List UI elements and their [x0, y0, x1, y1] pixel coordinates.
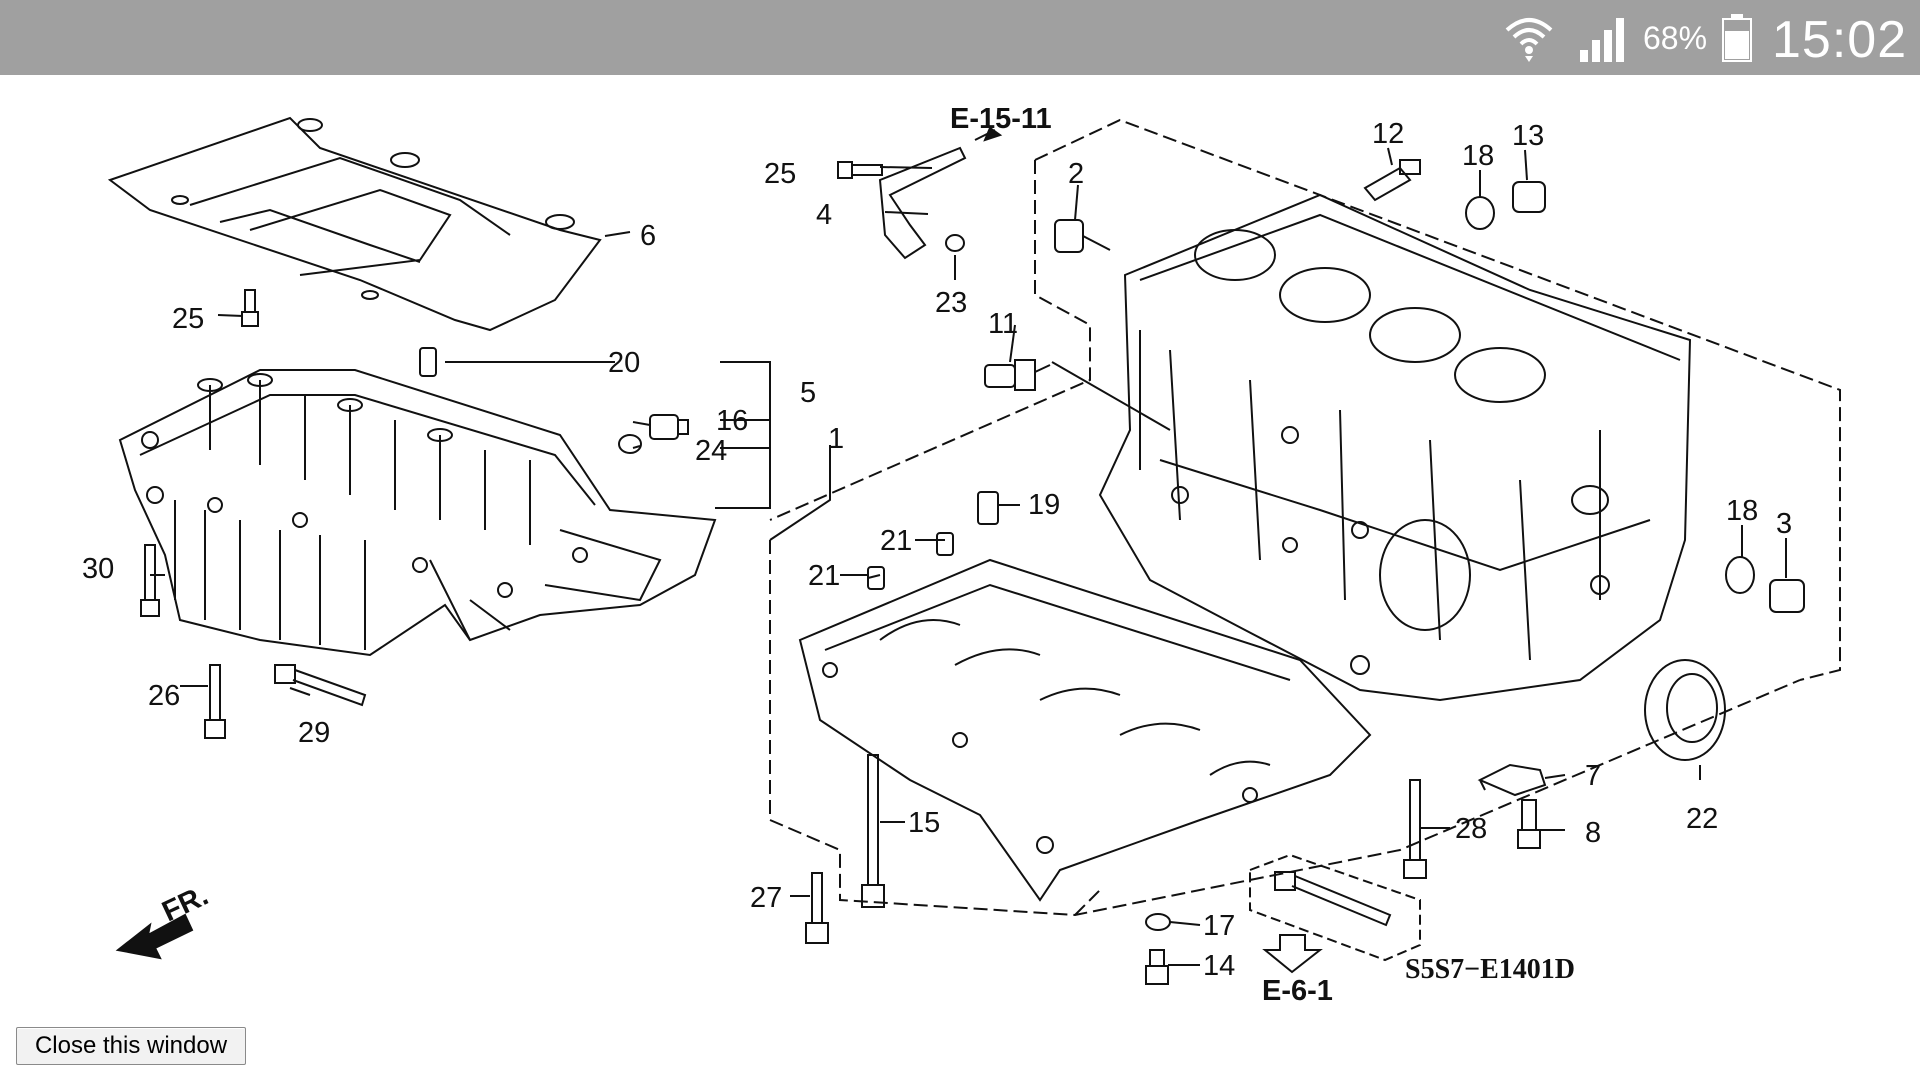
water-pipe-4-shape: [878, 146, 967, 260]
sensor-11-shape: [984, 359, 1171, 431]
part-label-5: 5: [800, 377, 816, 409]
battery-percent: 68%: [1643, 20, 1708, 56]
part-label-20: 20: [608, 347, 640, 379]
bolt-15-shape: [861, 754, 885, 908]
part-label-7: 7: [1585, 760, 1601, 792]
bolt-reference-shape: [1274, 871, 1392, 927]
part-label-11: 11: [988, 308, 1018, 340]
part-label-15: 15: [908, 807, 940, 839]
bolt-27-shape: [805, 872, 829, 944]
plug-13-shape: [1512, 181, 1546, 213]
clock-time: 15:02: [1772, 11, 1908, 69]
part-label-21a: 21: [880, 525, 912, 557]
sensor-12-shape: [1363, 159, 1421, 202]
part-label-27: 27: [750, 882, 782, 914]
part-label-30: 30: [82, 553, 114, 585]
washer-17-shape: [1145, 913, 1171, 931]
part-label-19: 19: [1028, 489, 1060, 521]
part-label-21b: 21: [808, 560, 840, 592]
part-label-22: 22: [1686, 803, 1718, 835]
bolt-25-upper-shape: [837, 161, 883, 179]
part-label-8: 8: [1585, 817, 1601, 849]
part-label-24: 24: [695, 435, 727, 467]
reference-e-6-1: E-6-1: [1262, 975, 1333, 1007]
arrow-down-icon: [1262, 934, 1323, 974]
dowel-21-upper-shape: [936, 532, 954, 556]
bolt-26-shape: [204, 664, 226, 739]
bolt-28-shape: [1403, 779, 1427, 879]
plug-2-shape: [1054, 219, 1111, 253]
wifi-icon: [1505, 18, 1553, 62]
washer-18-upper-shape: [1465, 196, 1495, 230]
close-window-button[interactable]: Close this window: [16, 1027, 246, 1065]
part-label-16: 16: [716, 405, 748, 437]
part-label-17: 17: [1203, 910, 1235, 942]
bolt-29-shape: [274, 664, 367, 707]
signal-icon: [1580, 18, 1624, 62]
cylinder-block-shape: [1098, 193, 1692, 702]
front-direction-label: FR.: [157, 880, 213, 929]
part-labels: 6 25 20 5 16 24 30 26 29 25 4 23 2 11 12…: [82, 118, 1792, 982]
part-label-25: 25: [172, 303, 204, 335]
reference-e-15-11: E-15-11: [950, 103, 1052, 135]
part-label-26: 26: [148, 680, 180, 712]
bolt-30-shape: [140, 544, 160, 617]
part-label-18b: 18: [1726, 495, 1758, 527]
baffle-plate-shape: [107, 116, 602, 332]
battery-icon: [1722, 14, 1752, 62]
washer-24-shape: [618, 434, 642, 454]
part-label-3: 3: [1776, 508, 1792, 540]
oil-seal-22-shape: [1644, 659, 1726, 761]
plug-16-shape: [649, 414, 689, 440]
bracket-7-shape: [1477, 763, 1547, 797]
dowel-19-shape: [977, 491, 999, 525]
part-label-12: 12: [1372, 118, 1404, 150]
status-bar: 68% 15:02: [0, 0, 1920, 75]
part-label-18: 18: [1462, 140, 1494, 172]
front-arrow-icon: [115, 913, 194, 960]
dowel-20-shape: [419, 347, 437, 377]
part-label-13: 13: [1512, 120, 1544, 152]
part-label-4: 4: [816, 199, 832, 231]
part-label-14: 14: [1203, 950, 1235, 982]
washer-23-shape: [945, 234, 965, 252]
bearing-cap-shape: [798, 558, 1372, 902]
bolt-25-lower-shape: [241, 289, 259, 327]
bolt-14-shape: [1145, 949, 1169, 985]
bolt-8-shape: [1517, 799, 1541, 849]
washer-18-right-shape: [1725, 556, 1755, 594]
diagram-code: S5S7−E1401D: [1405, 954, 1575, 985]
part-label-28: 28: [1455, 813, 1487, 845]
part-label-6: 6: [640, 220, 656, 252]
part-label-2: 2: [1068, 158, 1084, 190]
part-label-25b: 25: [764, 158, 796, 190]
part-label-23: 23: [935, 287, 967, 319]
part-label-29: 29: [298, 717, 330, 749]
part-label-1: 1: [828, 423, 844, 455]
engine-block-parts-diagram: 6 25 20 5 16 24 30 26 29 25 4 23 2 11 12…: [82, 103, 1841, 1007]
plug-3-shape: [1769, 579, 1805, 613]
